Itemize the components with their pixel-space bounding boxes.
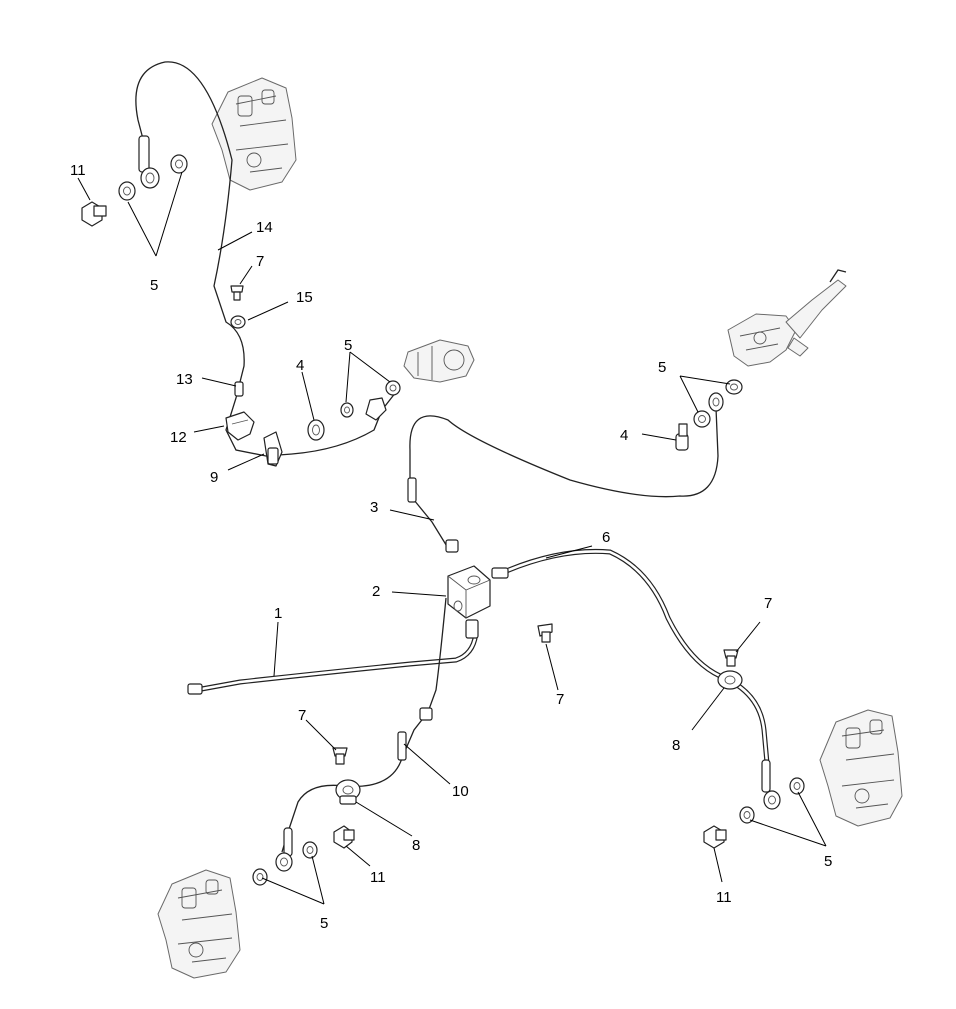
callout-7: 7 xyxy=(256,253,264,270)
bracket-12 xyxy=(225,411,255,441)
clamp-8-right xyxy=(717,670,743,690)
brake-line-14 xyxy=(135,61,293,457)
fitting-10-top xyxy=(397,707,433,761)
fitting-6-start xyxy=(491,567,509,579)
leader-lines xyxy=(77,171,827,905)
callout-5: 5 xyxy=(344,337,352,354)
washer-5-bottom-left-a xyxy=(302,841,318,859)
callout-5: 5 xyxy=(824,853,832,870)
handlebar-master-cylinder-right xyxy=(727,269,847,367)
callout-5: 5 xyxy=(150,277,158,294)
front-caliper-top-left xyxy=(211,77,297,191)
screw-13 xyxy=(234,381,244,397)
fitting-3-lower xyxy=(407,477,459,553)
callout-10: 10 xyxy=(452,783,469,800)
callout-7: 7 xyxy=(556,691,564,708)
callout-14: 14 xyxy=(256,219,273,236)
callout-8: 8 xyxy=(412,837,420,854)
callout-2: 2 xyxy=(372,583,380,600)
callout-4: 4 xyxy=(620,427,628,444)
screw-7-top xyxy=(230,285,244,301)
callout-9: 9 xyxy=(210,469,218,486)
washer-top-left-a xyxy=(118,181,136,201)
callout-7: 7 xyxy=(764,595,772,612)
washer-5-bottom-left-b xyxy=(252,868,268,886)
washer-5-bottom-right-b xyxy=(739,806,755,824)
callout-5: 5 xyxy=(658,359,666,376)
screw-7-center xyxy=(537,623,553,643)
washer-5-right-a xyxy=(725,379,743,395)
callout-11: 11 xyxy=(370,869,386,886)
brake-line-10 xyxy=(281,597,447,853)
front-caliper-bottom-right xyxy=(819,709,903,827)
hose-fitting-bottom-left xyxy=(275,827,293,872)
fitting-4-left xyxy=(307,419,325,441)
callout-5: 5 xyxy=(320,915,328,932)
clip-15 xyxy=(230,315,246,329)
rear-master-cylinder-small xyxy=(403,339,475,383)
switch-9 xyxy=(263,431,283,467)
brake-line-3 xyxy=(409,407,719,549)
banjo-bolt-11-bottom-right xyxy=(703,825,727,849)
callout-12: 12 xyxy=(170,429,187,446)
callout-13: 13 xyxy=(176,371,193,388)
washer-top-left-b xyxy=(170,154,188,174)
callout-11: 11 xyxy=(716,889,732,906)
callout-1: 1 xyxy=(274,605,282,622)
hose-fitting-top-left xyxy=(138,135,160,189)
callout-labels: 11 5 14 7 15 13 12 9 4 5 5 4 3 6 2 1 7 7… xyxy=(70,162,832,932)
screw-7-right xyxy=(723,649,739,667)
brake-line-rear xyxy=(291,391,397,455)
banjo-bolt-11-bottom-left xyxy=(333,825,355,849)
hose-end-mid xyxy=(365,397,387,421)
washer-5-mid-a xyxy=(340,402,354,418)
washer-5-right-b xyxy=(693,410,711,428)
screw-7-bottom-left xyxy=(332,747,348,765)
washer-5-bottom-right-a xyxy=(789,777,805,795)
front-caliper-bottom-left xyxy=(157,869,241,979)
callout-8: 8 xyxy=(672,737,680,754)
callout-3: 3 xyxy=(370,499,378,516)
callout-4: 4 xyxy=(296,357,304,374)
junction-block-2 xyxy=(447,565,491,619)
washer-5-mid-b xyxy=(385,380,401,396)
fitting-1-end xyxy=(187,619,479,695)
callout-15: 15 xyxy=(296,289,313,306)
clamp-8-left xyxy=(335,779,361,805)
banjo-bolt-4-right xyxy=(675,423,689,451)
banjo-bolt-top-left xyxy=(81,201,107,227)
hose-fitting-bottom-right xyxy=(761,759,781,810)
banjo-fitting-right xyxy=(708,392,724,412)
callout-11: 11 xyxy=(70,162,86,179)
callout-6: 6 xyxy=(602,529,610,546)
callout-7: 7 xyxy=(298,707,306,724)
